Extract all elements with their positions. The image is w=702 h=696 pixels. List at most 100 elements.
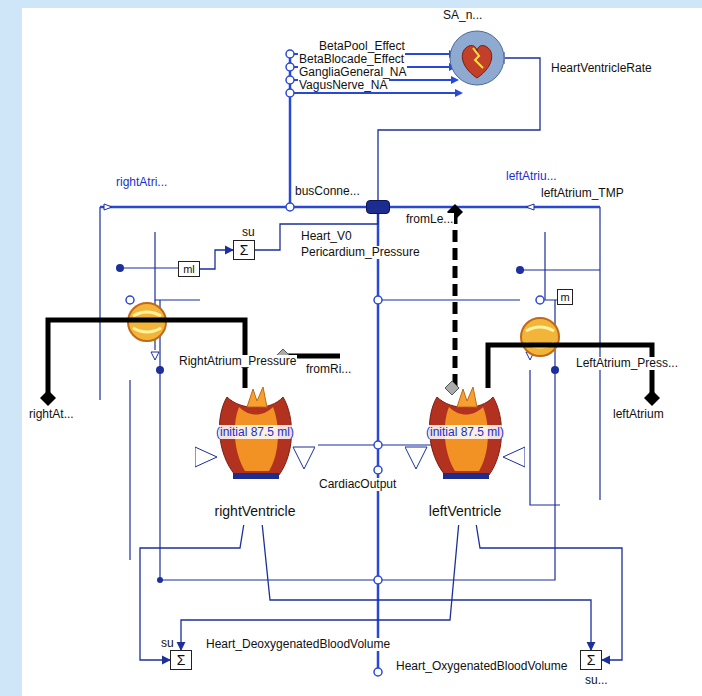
signal-label: LeftAtrium_Press... [575, 357, 679, 370]
bus-port [126, 296, 134, 304]
signal-arrow [294, 92, 456, 94]
ventricle-port [195, 447, 217, 467]
signal-label: fromRi... [305, 363, 352, 376]
signal-wire [129, 380, 130, 560]
signal-wire [120, 267, 178, 268]
ventricle-port [503, 447, 525, 467]
node-heading: su [242, 225, 255, 239]
ventricle-outflow [247, 387, 267, 407]
ventricle-chamber [235, 407, 278, 471]
ventricle-port [293, 447, 315, 469]
bus-port [286, 203, 294, 211]
sa-node-picture [450, 31, 505, 85]
sa-node-disc [450, 31, 504, 85]
signal-connector [200, 250, 233, 269]
bus-port [286, 89, 294, 97]
left-ventricle: (initial 87.5 ml) leftVentricle [405, 385, 525, 525]
signal-label: VagusNerve_NA [298, 79, 389, 92]
junction-dot [551, 366, 559, 374]
block-symbol: Σ [581, 651, 601, 669]
sum-block: suΣ [170, 650, 192, 670]
signal-label: Heart_V0 [300, 230, 353, 243]
valve-body [521, 318, 559, 356]
signal-label: leftAtriu... [505, 170, 558, 183]
text-patch: (initial 87.5 ml) [424, 425, 506, 439]
signal-connector [181, 525, 459, 650]
signal-wire [530, 370, 560, 505]
junction-dot [116, 264, 124, 272]
signal-label: BetaPool_Effect [318, 40, 406, 53]
port-triangle [526, 204, 534, 210]
port-triangle [104, 204, 112, 210]
node-heading: su [161, 636, 174, 650]
right-ventricle: (initial 87.5 ml) rightVentricle [195, 385, 315, 525]
bus-port [536, 296, 544, 304]
bus-port [374, 466, 382, 474]
signal-wire [599, 207, 600, 500]
sa-node: SA_n... [449, 30, 505, 86]
node-heading: (initial 87.5 ml) [195, 425, 315, 439]
node-heading: SA_n... [443, 8, 482, 22]
bus-port [286, 50, 294, 58]
blood-line-dashed [453, 212, 458, 386]
signal-label: Heart_OxygenatedBloodVolume [395, 660, 568, 673]
signal-wire [160, 300, 555, 580]
node-text: su... [585, 673, 608, 687]
signal-label: rightAtri... [115, 176, 168, 189]
bus-port [374, 296, 382, 304]
ventricle-outflow [457, 387, 477, 407]
signal-wire [155, 232, 200, 300]
signal-label: CardiacOutput [318, 478, 397, 491]
port-triangle [151, 352, 159, 360]
bus-port [374, 441, 382, 449]
signal-label: RightAtrium_Pressure [178, 355, 297, 368]
sa-node-icon [449, 30, 505, 130]
signal-connector [476, 525, 622, 660]
sa-node-spark [473, 48, 483, 68]
bus-connector: busConne... [366, 200, 390, 214]
signal-connector [262, 525, 591, 650]
unit-box: m [557, 289, 573, 305]
signal-label: fromLe... [405, 213, 454, 226]
node-text: leftVentricle [405, 503, 525, 519]
ventricle-picture [195, 387, 315, 479]
blood-port [644, 390, 660, 406]
signal-wire [378, 299, 520, 300]
signal-wire [520, 269, 600, 270]
signal-label: leftAtrium [612, 408, 665, 421]
junction-dot [516, 266, 524, 274]
ventricle-base [443, 473, 489, 479]
valve-icon [128, 303, 559, 356]
signal-connector [255, 214, 378, 250]
ventricle-base [233, 473, 279, 479]
ventricle-chamber [445, 407, 488, 471]
blood-port [445, 381, 459, 395]
signal-label: rightAt... [28, 408, 75, 421]
sum-block: suΣ [233, 240, 255, 260]
node-text: rightVentricle [195, 503, 315, 519]
bus-port [286, 76, 294, 84]
node-heading: (initial 87.5 ml) [405, 425, 525, 439]
arrow-head [455, 89, 463, 97]
block-symbol: Σ [234, 241, 254, 259]
block-symbol: ml [179, 262, 199, 276]
junction-dot [156, 366, 164, 374]
block-symbol: Σ [171, 651, 191, 669]
block-symbol: m [558, 290, 572, 304]
bus-port [286, 63, 294, 71]
blood-line [488, 345, 652, 398]
signal-wire [99, 207, 100, 400]
junction-dot [157, 577, 163, 583]
signal-label: Pericardium_Pressure [300, 246, 421, 259]
ventricle-picture [405, 387, 525, 479]
signal-label: leftAtrium_TMP [540, 187, 625, 200]
bus-port [374, 576, 382, 584]
signal-label: BetaBlocade_Effect [298, 53, 405, 66]
signal-label: Heart_DeoxygenatedBloodVolume [205, 638, 391, 651]
ventricle-port [405, 447, 427, 469]
blood-port [40, 390, 56, 406]
sa-node-heart [462, 45, 491, 78]
